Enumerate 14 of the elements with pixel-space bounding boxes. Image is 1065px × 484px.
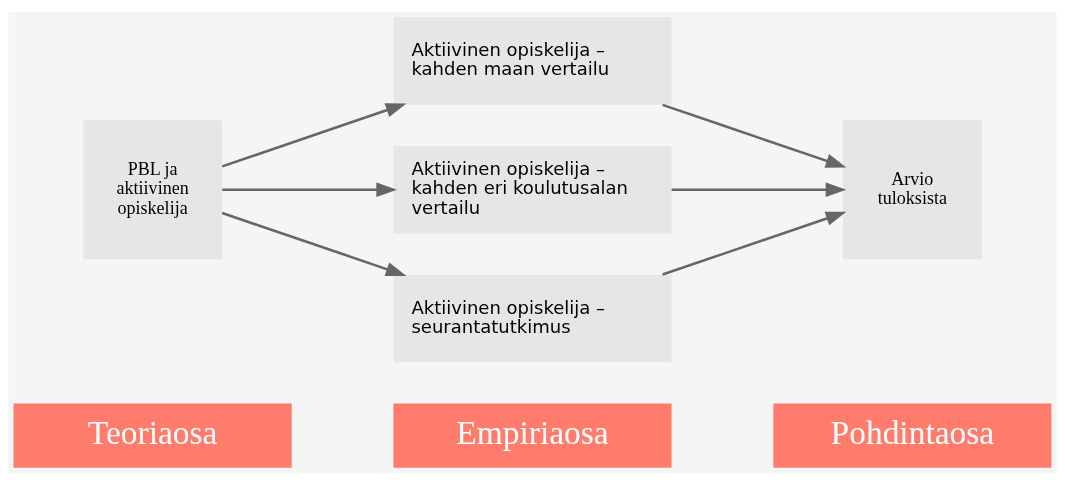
arrow (222, 182, 397, 197)
arrow (221, 211, 407, 276)
node-box: Arvio tuloksista (842, 119, 982, 259)
node-box: PBL ja aktiivinen opiskelija (83, 119, 223, 259)
arrow (221, 102, 407, 168)
arrow (662, 103, 847, 168)
node-box: Pohdintaosa (773, 402, 1052, 468)
arrow (662, 211, 847, 276)
node-box: Aktiivinen opiskelija – kahden eri koulutusalan vertailu (393, 145, 672, 233)
node-box: Empiriaosa (393, 402, 672, 468)
node-box: Aktiivinen opiskelija – kahden maan vertailu (393, 16, 672, 105)
node-box: Aktiivinen opiskelija – seurantatutkimus (393, 274, 672, 362)
arrow (671, 182, 847, 197)
node-box: Teoriaosa (13, 402, 292, 468)
